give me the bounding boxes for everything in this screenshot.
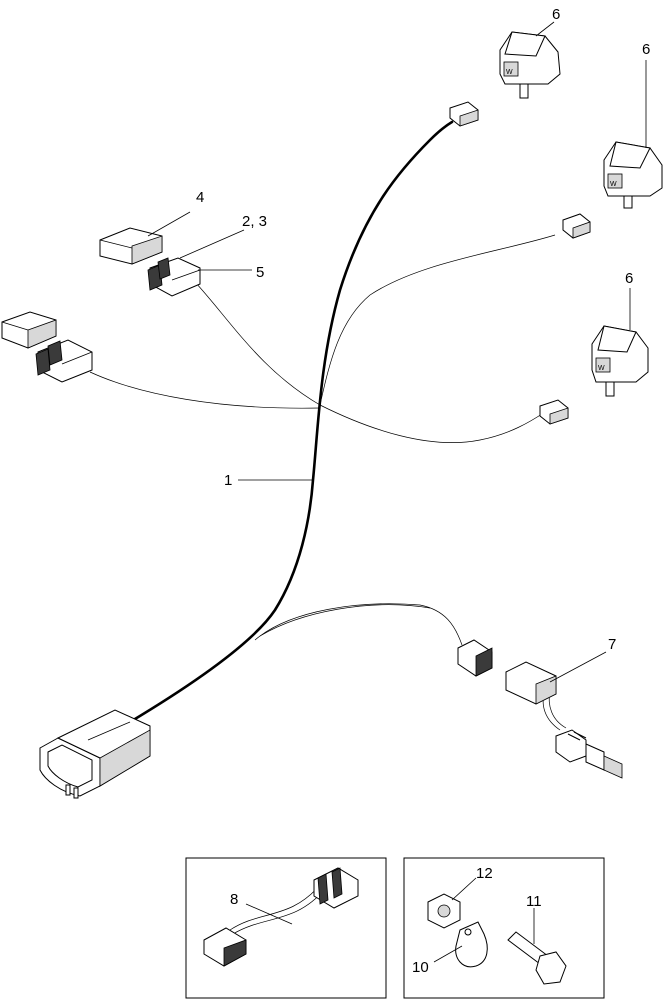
inset-box-item-8 [185,857,387,999]
callout-11: 11 [526,893,542,910]
block-item-4 [99,227,163,265]
branch-wire-mid-right-connector [319,234,556,406]
svg-text:W: W [506,69,513,76]
connector-lower-left [35,339,93,383]
leader-lines [147,21,647,963]
connector-lower-right [539,399,569,425]
callout-6-top: 6 [552,6,560,23]
switch-lower: W [591,325,649,397]
thin-wires [89,234,567,731]
callout-2-3: 2, 3 [242,213,267,230]
connector-mid-right [562,213,591,239]
switch-middle: W [603,141,663,209]
nut-item-12 [427,893,461,929]
sensor-connector-pair [457,639,557,705]
callout-8: 8 [230,891,238,908]
svg-text:W: W [610,181,617,188]
callout-6-middle: 6 [642,41,650,58]
switch-top: W [499,31,561,99]
clamp-item-10 [455,921,488,968]
branch-wire-sensor [254,603,463,646]
callout-12: 12 [476,865,493,882]
callout-labels: 1 2, 3 4 5 6 6 6 7 8 10 11 12 [196,6,650,976]
bolt-item-11 [507,931,567,985]
callout-4: 4 [196,189,204,206]
main-connector [39,709,151,799]
oxygen-sensor [555,729,623,779]
callout-7: 7 [608,636,616,653]
branch-wire-lower-left-connector [89,371,321,409]
main-harness-wire [128,120,454,724]
branch-wire-sensor-b [259,604,431,637]
inset-box-items-10-12 [403,857,605,999]
callout-5: 5 [256,264,264,281]
callout-10: 10 [412,959,429,976]
block-lower-left [1,311,57,349]
connector-upper-left [147,257,201,297]
callout-6-lower: 6 [625,270,633,287]
branch-wire-upper-left-connector [194,281,546,443]
svg-text:W: W [598,365,605,372]
jumper-harness-item-8 [203,867,359,967]
connector-top [449,101,479,127]
callout-1: 1 [224,472,232,489]
